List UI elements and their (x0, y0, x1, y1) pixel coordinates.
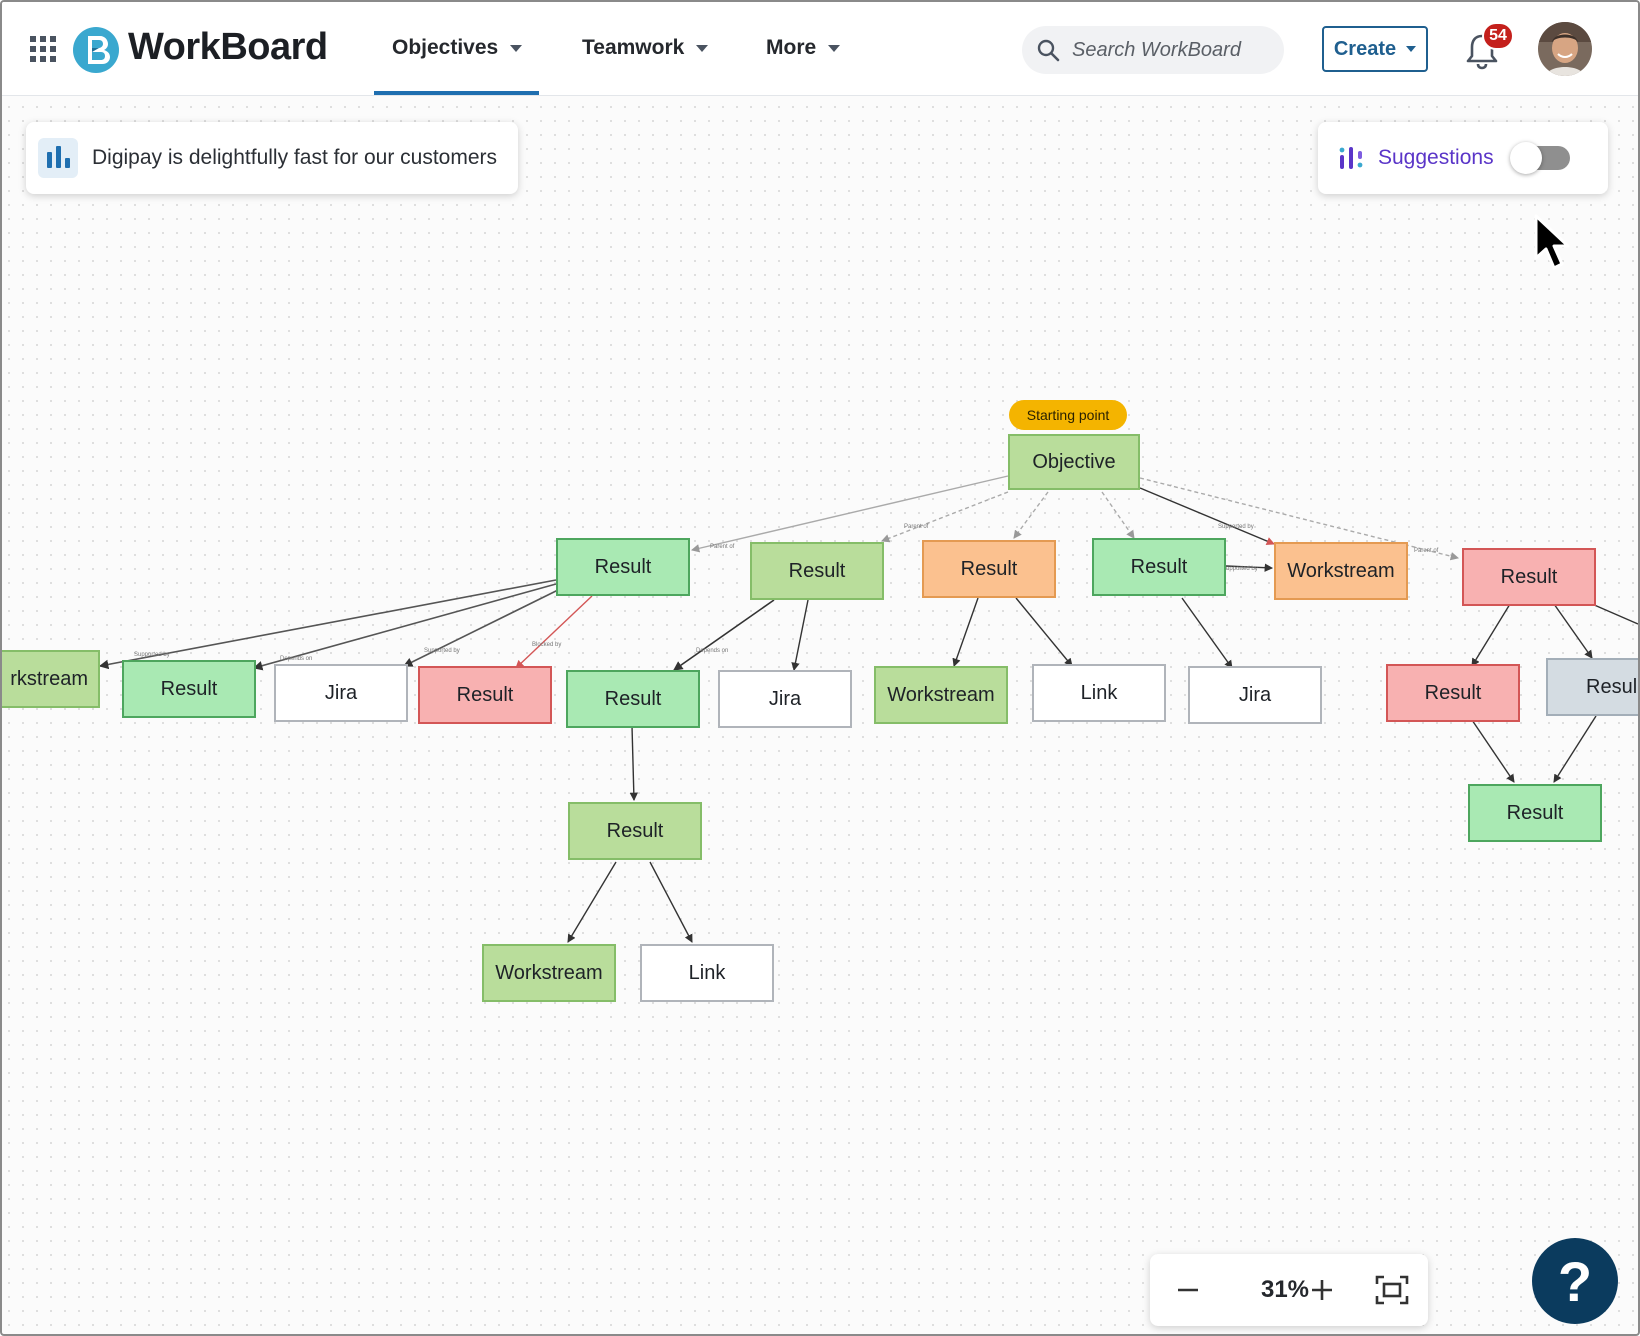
fit-screen-icon (1375, 1275, 1409, 1305)
suggestions-toggle[interactable] (1510, 142, 1570, 174)
workboard-logo-icon[interactable] (72, 26, 120, 74)
edge (252, 583, 557, 671)
nav-objectives-label: Objectives (392, 36, 499, 59)
node-workstream[interactable]: Workstream (874, 666, 1008, 724)
node-result[interactable]: Result (1386, 664, 1520, 722)
search-input[interactable] (1072, 38, 1272, 62)
edge-label: Parent of (904, 524, 929, 530)
top-navigation-bar: WorkBoard Objectives Teamwork More Creat… (2, 2, 1638, 96)
objective-graph-canvas[interactable]: Parent of Parent of Supported by Parent … (2, 96, 1638, 1334)
node-result[interactable]: Result (1468, 784, 1602, 842)
zoom-out-button[interactable] (1170, 1272, 1206, 1308)
edge (1013, 491, 1049, 539)
mouse-pointer-icon (1534, 214, 1570, 270)
edge (98, 579, 557, 670)
edge-label: Blocked by (532, 642, 561, 648)
node-jira[interactable]: Jira (718, 670, 852, 728)
brand-name[interactable]: WorkBoard (128, 26, 328, 68)
zoom-controls: 31% (1150, 1254, 1428, 1326)
search-box[interactable] (1022, 26, 1284, 74)
notification-count-badge: 54 (1482, 22, 1514, 50)
node-result[interactable]: Result (750, 542, 884, 600)
edge-label: Depends on (696, 648, 728, 654)
node-result[interactable]: Result (556, 538, 690, 596)
edge-label: Supported by (134, 652, 170, 658)
node-link[interactable]: Link (1032, 664, 1166, 722)
edge (1101, 491, 1135, 539)
nav-more[interactable]: More (766, 36, 841, 60)
nav-teamwork[interactable]: Teamwork (582, 36, 709, 60)
node-link[interactable]: Link (640, 944, 774, 1002)
edge-label: Supported by (1222, 566, 1258, 572)
suggestions-panel: Suggestions (1318, 122, 1608, 194)
fit-to-screen-button[interactable] (1374, 1272, 1410, 1308)
node-result[interactable]: Resul (1546, 658, 1638, 716)
node-jira[interactable]: Jira (274, 664, 408, 722)
active-nav-indicator (374, 91, 539, 95)
app-grid-icon[interactable] (30, 36, 56, 62)
node-jira[interactable]: Jira (1188, 666, 1322, 724)
help-button[interactable]: ? (1532, 1238, 1618, 1324)
node-result[interactable]: Result (418, 666, 552, 724)
edge (1181, 597, 1233, 669)
minus-icon (1178, 1288, 1198, 1292)
search-icon (1037, 39, 1060, 62)
edge (1553, 715, 1597, 783)
edge (1139, 487, 1275, 546)
chevron-down-icon (828, 44, 841, 52)
edge (1553, 603, 1593, 659)
node-result[interactable]: Result (1462, 548, 1596, 606)
objective-context-card[interactable]: Digipay is delightfully fast for our cus… (26, 122, 518, 194)
edge-label: Parent of (1414, 548, 1439, 554)
edge (649, 861, 693, 943)
edge (673, 599, 775, 671)
objective-title: Digipay is delightfully fast for our cus… (92, 146, 497, 169)
edge-label: Depends on (280, 656, 312, 662)
nav-objectives[interactable]: Objectives (392, 36, 523, 60)
suggestions-sparkle-icon (1339, 147, 1363, 169)
zoom-in-button[interactable] (1304, 1272, 1340, 1308)
edge (567, 861, 617, 943)
chevron-down-icon (510, 44, 523, 52)
node-objective[interactable]: Objective (1008, 434, 1140, 490)
edge (881, 491, 1009, 543)
bar-chart-icon (38, 138, 78, 178)
edge-label: Supported by (424, 648, 460, 654)
edge-label: Parent of (710, 544, 735, 550)
plus-icon (1312, 1280, 1332, 1300)
nav-more-label: More (766, 36, 817, 59)
suggestions-label: Suggestions (1378, 146, 1494, 169)
edge (1225, 563, 1274, 572)
node-result[interactable]: Result (1092, 538, 1226, 596)
edge (1015, 597, 1073, 667)
node-workstream[interactable]: Workstream (482, 944, 616, 1002)
graph-edges: Parent of Parent of Supported by Parent … (98, 475, 1638, 943)
create-button-label: Create (1333, 37, 1397, 60)
node-result[interactable]: Result (122, 660, 256, 718)
node-result[interactable]: Result (568, 802, 702, 860)
nav-teamwork-label: Teamwork (582, 36, 685, 59)
node-workstream[interactable]: Workstream (1274, 542, 1408, 600)
edge (690, 475, 1009, 553)
edge (952, 597, 979, 667)
edge (791, 599, 809, 672)
edge (629, 725, 638, 802)
toggle-knob (1510, 142, 1542, 174)
zoom-level: 31% (1260, 1276, 1310, 1303)
edge (515, 595, 593, 669)
chevron-down-icon (696, 44, 709, 52)
edge (402, 589, 559, 667)
chevron-down-icon (1406, 46, 1417, 52)
edge (1471, 603, 1511, 667)
edge (1471, 719, 1515, 783)
starting-point-badge: Starting point (1009, 400, 1127, 430)
node-result[interactable]: Result (922, 540, 1056, 598)
edge-label: Supported by (1218, 524, 1254, 530)
node-result[interactable]: Result (566, 670, 700, 728)
create-button[interactable]: Create (1322, 26, 1428, 72)
node-workstream[interactable]: rkstream (2, 650, 100, 708)
user-avatar[interactable] (1538, 22, 1592, 76)
edge (1591, 603, 1638, 625)
